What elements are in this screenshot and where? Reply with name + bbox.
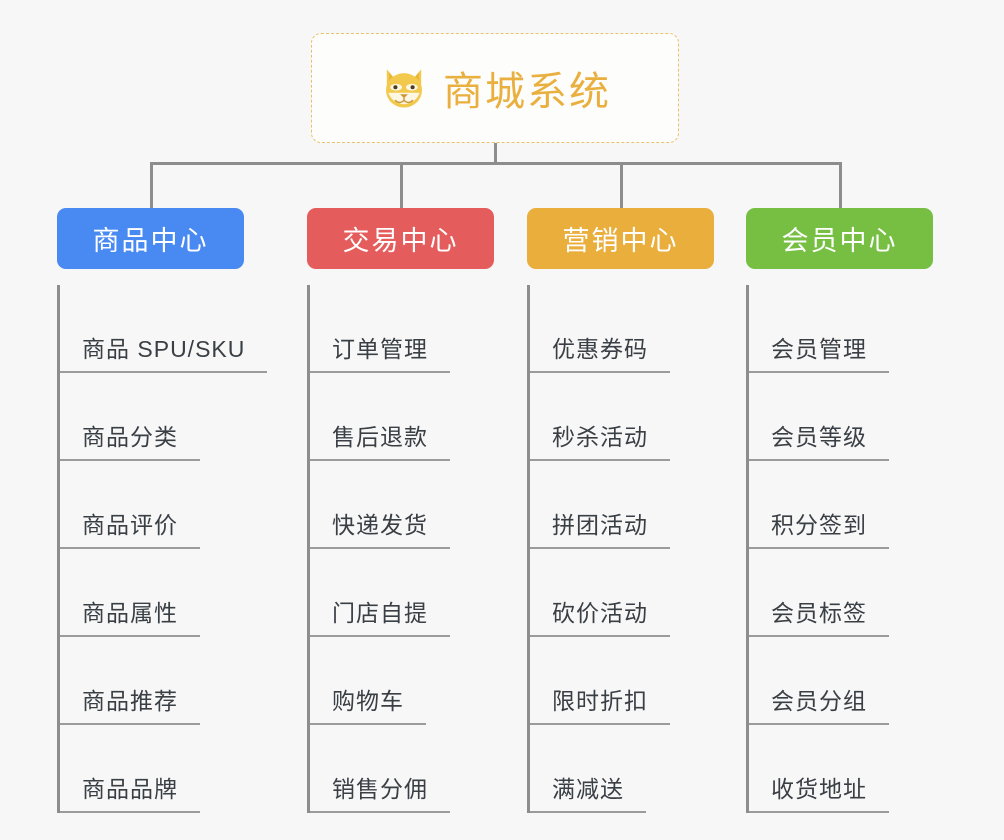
leaf-label: 满减送 xyxy=(530,770,646,813)
leaf-label: 积分签到 xyxy=(749,506,889,549)
leaf-label: 销售分佣 xyxy=(310,770,450,813)
leaf-list-trade-center: 订单管理 售后退款 快递发货 门店自提 购物车 销售分佣 xyxy=(307,285,494,813)
list-item[interactable]: 快递发货 xyxy=(310,461,494,549)
leaf-label: 商品评价 xyxy=(60,506,200,549)
leaf-label: 订单管理 xyxy=(310,330,450,373)
column-product-center: 商品中心 商品 SPU/SKU 商品分类 商品评价 商品属性 商品推荐 商品品牌 xyxy=(57,208,268,813)
list-item[interactable]: 商品品牌 xyxy=(60,725,244,813)
list-item[interactable]: 门店自提 xyxy=(310,549,494,637)
list-item[interactable]: 销售分佣 xyxy=(310,725,494,813)
connector-stem-trade-center xyxy=(400,162,403,209)
list-item[interactable]: 秒杀活动 xyxy=(530,373,714,461)
leaf-label: 售后退款 xyxy=(310,418,450,461)
leaf-label: 商品 SPU/SKU xyxy=(60,330,268,373)
category-header-member-center[interactable]: 会员中心 xyxy=(746,208,933,269)
list-item[interactable]: 订单管理 xyxy=(310,285,494,373)
connector-root-stem xyxy=(494,143,497,164)
category-label: 商品中心 xyxy=(92,226,209,256)
leaf-label: 商品属性 xyxy=(60,594,200,637)
connector-stem-product-center xyxy=(150,162,153,209)
list-item[interactable]: 商品分类 xyxy=(60,373,244,461)
leaf-label: 商品分类 xyxy=(60,418,200,461)
leaf-label: 优惠券码 xyxy=(530,330,670,373)
list-item[interactable]: 积分签到 xyxy=(749,461,933,549)
leaf-label: 会员分组 xyxy=(749,682,889,725)
category-header-marketing-center[interactable]: 营销中心 xyxy=(527,208,714,269)
leaf-label: 收货地址 xyxy=(749,770,889,813)
category-header-trade-center[interactable]: 交易中心 xyxy=(307,208,494,269)
category-header-product-center[interactable]: 商品中心 xyxy=(57,208,244,269)
list-item[interactable]: 会员等级 xyxy=(749,373,933,461)
list-item[interactable]: 商品评价 xyxy=(60,461,244,549)
leaf-label: 购物车 xyxy=(310,682,426,725)
list-item[interactable]: 满减送 xyxy=(530,725,714,813)
root-title: 商城系统 xyxy=(443,70,611,114)
shiba-dog-icon xyxy=(379,63,429,113)
leaf-label: 限时折扣 xyxy=(530,682,670,725)
list-item[interactable]: 商品属性 xyxy=(60,549,244,637)
leaf-label: 拼团活动 xyxy=(530,506,670,549)
list-item[interactable]: 限时折扣 xyxy=(530,637,714,725)
list-item[interactable]: 购物车 xyxy=(310,637,494,725)
list-item[interactable]: 优惠券码 xyxy=(530,285,714,373)
list-item[interactable]: 拼团活动 xyxy=(530,461,714,549)
list-item[interactable]: 商品推荐 xyxy=(60,637,244,725)
category-label: 营销中心 xyxy=(562,226,679,256)
leaf-label: 会员管理 xyxy=(749,330,889,373)
leaf-list-marketing-center: 优惠券码 秒杀活动 拼团活动 砍价活动 限时折扣 满减送 xyxy=(527,285,714,813)
leaf-label: 商品品牌 xyxy=(60,770,200,813)
connector-stem-marketing-center xyxy=(620,162,623,209)
column-trade-center: 交易中心 订单管理 售后退款 快递发货 门店自提 购物车 销售分佣 xyxy=(307,208,494,813)
root-node[interactable]: 商城系统 xyxy=(311,33,679,143)
list-item[interactable]: 会员分组 xyxy=(749,637,933,725)
category-label: 会员中心 xyxy=(781,226,898,256)
list-item[interactable]: 会员管理 xyxy=(749,285,933,373)
list-item[interactable]: 收货地址 xyxy=(749,725,933,813)
list-item[interactable]: 砍价活动 xyxy=(530,549,714,637)
leaf-label: 会员等级 xyxy=(749,418,889,461)
leaf-label: 快递发货 xyxy=(310,506,450,549)
list-item[interactable]: 售后退款 xyxy=(310,373,494,461)
leaf-label: 会员标签 xyxy=(749,594,889,637)
leaf-label: 门店自提 xyxy=(310,594,450,637)
connector-horizontal-bus xyxy=(150,162,840,165)
list-item[interactable]: 商品 SPU/SKU xyxy=(60,285,268,373)
list-item[interactable]: 会员标签 xyxy=(749,549,933,637)
leaf-list-member-center: 会员管理 会员等级 积分签到 会员标签 会员分组 收货地址 xyxy=(746,285,933,813)
leaf-label: 砍价活动 xyxy=(530,594,670,637)
leaf-label: 秒杀活动 xyxy=(530,418,670,461)
connector-stem-member-center xyxy=(839,162,842,209)
leaf-list-product-center: 商品 SPU/SKU 商品分类 商品评价 商品属性 商品推荐 商品品牌 xyxy=(57,285,268,813)
column-member-center: 会员中心 会员管理 会员等级 积分签到 会员标签 会员分组 收货地址 xyxy=(746,208,933,813)
category-label: 交易中心 xyxy=(342,226,459,256)
leaf-label: 商品推荐 xyxy=(60,682,200,725)
column-marketing-center: 营销中心 优惠券码 秒杀活动 拼团活动 砍价活动 限时折扣 满减送 xyxy=(527,208,714,813)
